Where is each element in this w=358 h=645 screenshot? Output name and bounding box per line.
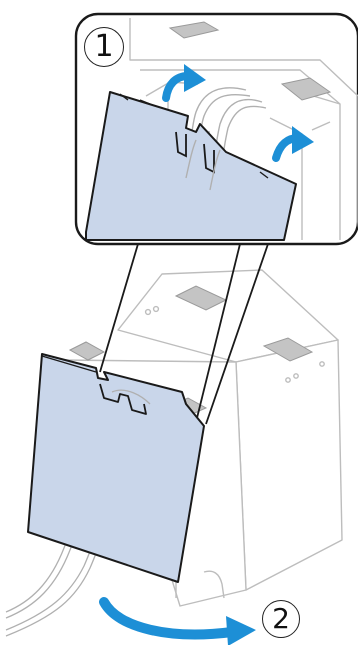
- step-1-label: 1: [84, 27, 124, 67]
- step-2-label: 2: [262, 600, 300, 638]
- rotate-arrow-icon: [104, 602, 256, 645]
